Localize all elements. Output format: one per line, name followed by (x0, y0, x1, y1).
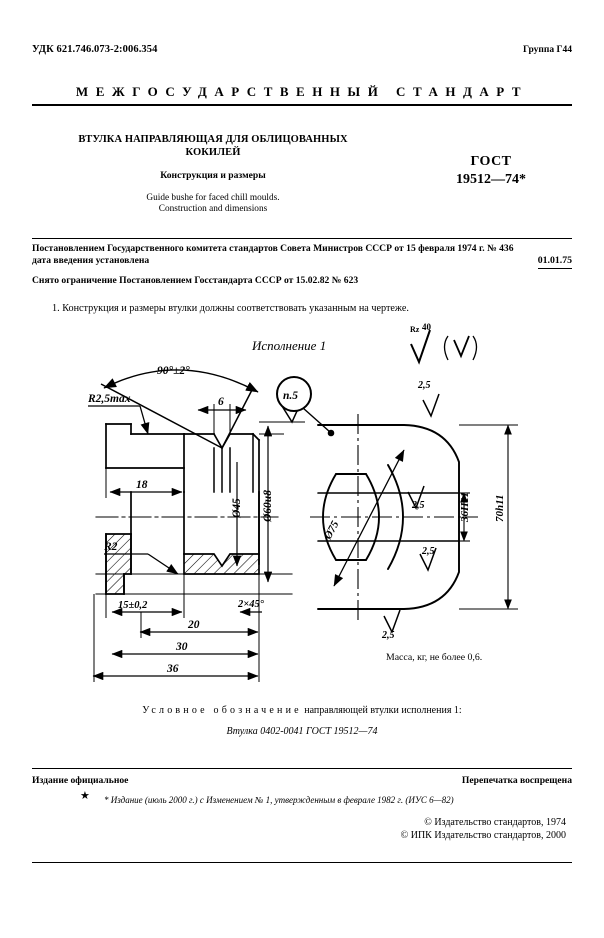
udk-code: УДК 621.746.073-2:006.354 (32, 44, 158, 55)
dim-rough-2: 2,5 (411, 500, 425, 511)
dim-radius-max: R2,5max (87, 393, 131, 405)
title-subtitle: Конструкция и размеры (160, 170, 266, 181)
dim-chamfer: 2×45° (237, 599, 265, 610)
gost-word: ГОСТ (470, 154, 512, 169)
rule-footer-top (32, 768, 572, 769)
dim-outer-flat: 70h11 (494, 494, 506, 522)
title-english-line1: Guide bushe for faced chill moulds. (146, 193, 280, 203)
dim-face-dia: Ø75 (322, 519, 342, 543)
clause-1: 1. Конструкция и размеры втулки должны с… (52, 303, 409, 314)
gost-block: ГОСТ 19512—74* (416, 154, 566, 188)
footer-reprint: Перепечатка воспрещена (461, 775, 572, 786)
copyright-block: © Издательство стандартов, 1974 © ИПК Из… (401, 816, 566, 842)
footer-official: Издание официальное (32, 775, 129, 786)
dim-radius2: R2 (103, 541, 118, 553)
dim-rough-4: 2,5 (381, 630, 395, 641)
title-english-line2: Construction and dimensions (158, 204, 268, 214)
variant-label: Исполнение 1 (251, 338, 326, 353)
rule-top (32, 238, 572, 239)
dim-groove-width: 6 (218, 396, 224, 408)
designation-spaced: Условное обозначение (142, 705, 302, 716)
surface-rz-label: Rz (410, 325, 420, 334)
rule-bottom (32, 862, 572, 863)
standard-band-rule (32, 104, 572, 106)
title-main-line1: ВТУЛКА НАПРАВЛЯЮЩАЯ ДЛЯ ОБЛИЦОВАННЫХ (78, 134, 348, 145)
dim-inner-dia: Ø45 (231, 498, 243, 519)
effective-date: 01.01.75 (537, 255, 572, 269)
dim-len30: 30 (175, 641, 188, 653)
footnote-text: * Издание (июль 2000 г.) с Изменением № … (104, 795, 454, 805)
decree-line1: Постановлением Государственного комитета… (32, 243, 514, 254)
surface-rz-value: 40 (422, 322, 432, 332)
designation-line1: Условное обозначение направляющей втулки… (0, 705, 604, 716)
dim-flange-len: 18 (136, 479, 148, 491)
mass-note: Масса, кг, не более 0,6. (386, 652, 483, 663)
decree-block: Постановлением Государственного комитета… (32, 243, 572, 269)
dim-inner-flat: 36H11 (459, 492, 471, 523)
footnote-star: ★ (80, 790, 90, 802)
dim-len-tol: 15±0,2 (118, 600, 148, 611)
title-left: ВТУЛКА НАПРАВЛЯЮЩАЯ ДЛЯ ОБЛИЦОВАННЫХ КОК… (48, 134, 378, 215)
dim-outer-dia: Ø60u8 (262, 490, 274, 523)
standard-band-text: МЕЖГОСУДАРСТВЕННЫЙ СТАНДАРТ (75, 84, 529, 99)
decree-line2: дата введения установлена (32, 255, 150, 266)
standard-band: МЕЖГОСУДАРСТВЕННЫЙ СТАНДАРТ (32, 84, 572, 106)
designation-code: Втулка 0402-0041 ГОСТ 19512—74 (226, 726, 378, 737)
copyright-line2: © ИПК Издательство стандартов, 2000 (400, 830, 566, 841)
dim-len20: 20 (187, 619, 200, 631)
group-code: Группа Г44 (523, 45, 572, 55)
decree-line3: Снято ограничение Постановлением Госстан… (32, 275, 359, 286)
dim-len36: 36 (166, 663, 179, 675)
title-block: ВТУЛКА НАПРАВЛЯЮЩАЯ ДЛЯ ОБЛИЦОВАННЫХ КОК… (32, 134, 572, 224)
gost-number: 19512—74* (456, 172, 526, 187)
title-main-line2: КОКИЛЕЙ (185, 146, 241, 158)
dim-angle: 90°±2° (157, 365, 190, 377)
designation-rest: направляющей втулки исполнения 1: (301, 705, 462, 716)
footer-row: Издание официальное Перепечатка воспреще… (32, 775, 572, 786)
copyright-line1: © Издательство стандартов, 1974 (424, 817, 566, 828)
dim-callout: п.5 (283, 390, 298, 402)
technical-drawing: 90°±2° 6 R2,5max 1,25 18 Ø45 Ø60u8 R2 15… (0, 322, 604, 712)
dim-rough-1: 2,5 (417, 380, 431, 391)
dim-rough-3: 2,5 (421, 546, 435, 557)
header-row: УДК 621.746.073-2:006.354 Группа Г44 (32, 44, 572, 55)
decree-line2-row: дата введения установлена 01.01.75 (32, 255, 572, 269)
